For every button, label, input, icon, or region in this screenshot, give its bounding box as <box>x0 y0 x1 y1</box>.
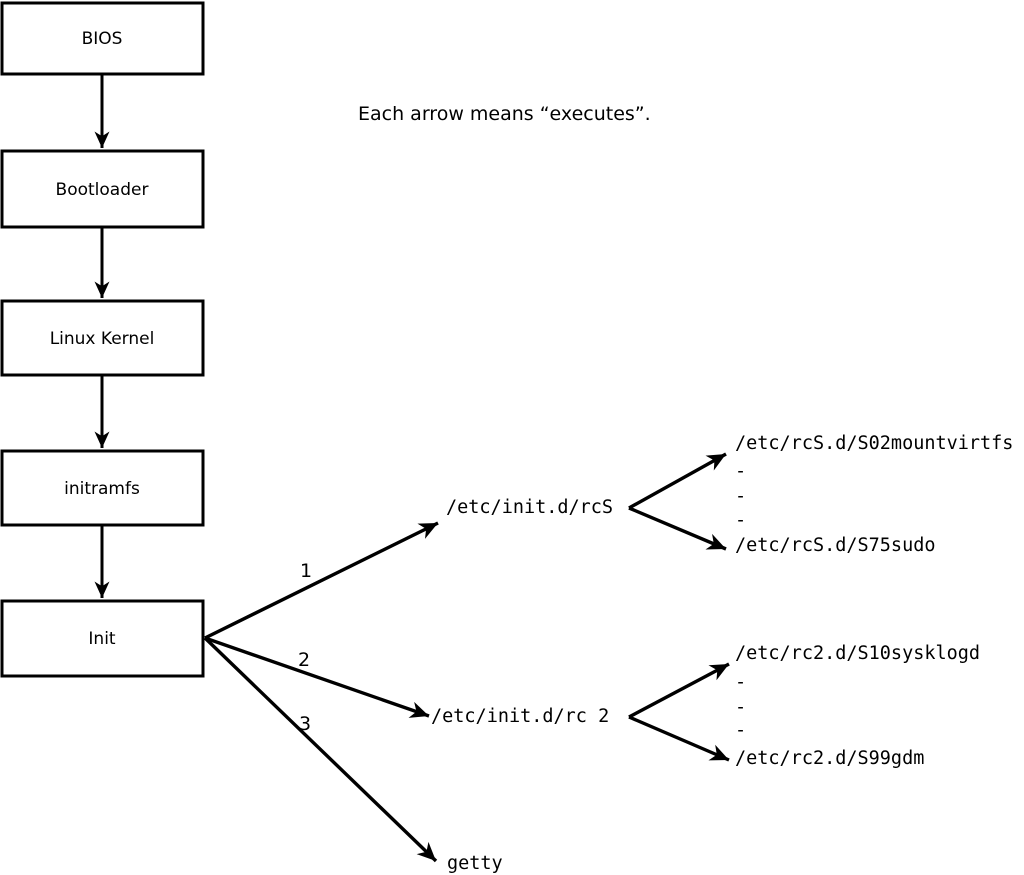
rc2-ellipsis-dash: - <box>735 697 746 718</box>
node-init-label: Init <box>88 629 116 649</box>
node-bios-label: BIOS <box>82 29 123 49</box>
rc2-ellipsis-dash: - <box>735 720 746 741</box>
node-initramfs-box <box>0 449 205 527</box>
branch-number-2: 2 <box>298 649 310 671</box>
legend-note: Each arrow means “executes”. <box>358 103 651 125</box>
node-linux-kernel: Linux Kernel <box>0 299 205 377</box>
node-bootloader-box <box>0 149 205 229</box>
node-rcS-label: /etc/init.d/rcS <box>446 497 613 518</box>
rc2-script-last-label: /etc/rc2.d/S99gdm <box>735 748 924 769</box>
executes-arrow-rc2-to-last <box>628 715 730 762</box>
rc2-script-first-label: /etc/rc2.d/S10sysklogd <box>735 643 980 664</box>
node-initramfs-label: initramfs <box>64 479 140 499</box>
branch-number-1: 1 <box>300 560 312 582</box>
executes-arrow-init-to-rcS <box>204 521 439 640</box>
node-init: Init <box>0 599 205 678</box>
executes-arrow-init-to-getty <box>203 636 438 863</box>
node-linux-kernel-box <box>0 299 205 377</box>
node-bios: BIOS <box>0 1 205 76</box>
node-initramfs: initramfs <box>0 449 205 527</box>
rcS-script-last-label: /etc/rcS.d/S75sudo <box>735 535 935 556</box>
node-linux-kernel-label: Linux Kernel <box>50 329 155 349</box>
rc2-ellipsis-dash: - <box>735 672 746 693</box>
node-rc2-label: /etc/init.d/rc 2 <box>431 706 609 727</box>
node-getty-label: getty <box>447 853 503 874</box>
executes-arrow-init-to-rc2 <box>204 636 430 718</box>
rcS-ellipsis-dash: - <box>735 510 746 531</box>
node-bootloader: Bootloader <box>0 149 205 229</box>
executes-arrow-rcS-to-last <box>628 506 727 551</box>
executes-arrow-rcS-to-first <box>628 452 727 510</box>
rcS-ellipsis-dash: - <box>735 461 746 482</box>
rcS-ellipsis-dash: - <box>735 486 746 507</box>
executes-arrow-rc2-to-first <box>628 662 730 719</box>
node-bootloader-label: Bootloader <box>56 180 149 200</box>
node-init-box <box>0 599 205 678</box>
rcS-script-first-label: /etc/rcS.d/S02mountvirtfs <box>735 433 1013 454</box>
branch-number-3: 3 <box>299 713 311 735</box>
node-bios-box <box>0 1 205 76</box>
